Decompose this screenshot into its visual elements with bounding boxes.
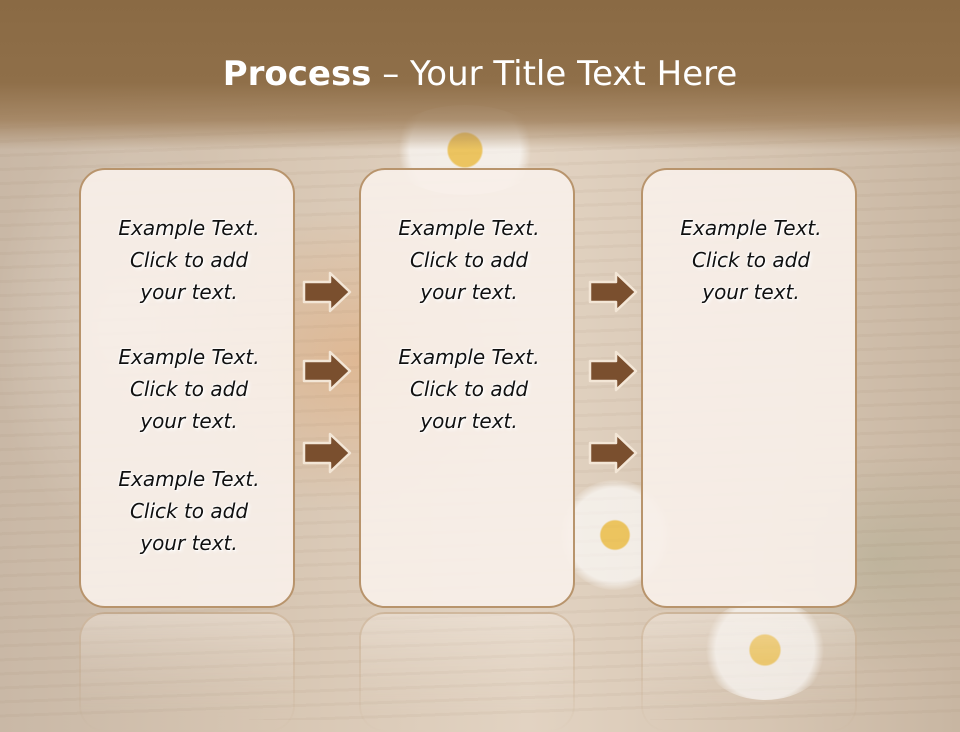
text-line: your text.	[140, 531, 238, 555]
text-line: Click to add	[691, 248, 811, 272]
text-line: your text.	[420, 280, 518, 304]
text-line: Example Text.	[680, 216, 822, 240]
text-line: your text.	[140, 280, 238, 304]
process-step-box-3[interactable]: Example Text. Click to add your text.	[641, 168, 857, 608]
text-line: Click to add	[409, 377, 529, 401]
text-line: Click to add	[409, 248, 529, 272]
text-placeholder[interactable]: Example Text. Click to add your text.	[361, 212, 577, 308]
right-arrow-icon[interactable]	[302, 271, 352, 313]
box-reflection	[359, 612, 575, 732]
text-line: Example Text.	[398, 345, 540, 369]
text-line: Example Text.	[118, 345, 260, 369]
right-arrow-icon[interactable]	[302, 432, 352, 474]
box-reflection	[641, 612, 857, 732]
text-line: your text.	[420, 409, 518, 433]
title-rest-part: – Your Title Text Here	[371, 54, 738, 94]
text-line: Example Text.	[398, 216, 540, 240]
text-placeholder[interactable]: Example Text. Click to add your text.	[81, 341, 297, 437]
title-bold-part: Process	[222, 54, 372, 94]
right-arrow-icon[interactable]	[588, 350, 638, 392]
text-placeholder[interactable]: Example Text. Click to add your text.	[643, 212, 859, 308]
text-placeholder[interactable]: Example Text. Click to add your text.	[81, 463, 297, 559]
text-line: Click to add	[129, 499, 249, 523]
slide-title[interactable]: Process – Your Title Text Here	[0, 52, 960, 96]
right-arrow-icon[interactable]	[302, 350, 352, 392]
text-placeholder[interactable]: Example Text. Click to add your text.	[81, 212, 297, 308]
box-reflection	[79, 612, 295, 732]
process-step-box-2[interactable]: Example Text. Click to add your text. Ex…	[359, 168, 575, 608]
right-arrow-icon[interactable]	[588, 432, 638, 474]
text-placeholder[interactable]: Example Text. Click to add your text.	[361, 341, 577, 437]
process-step-box-1[interactable]: Example Text. Click to add your text. Ex…	[79, 168, 295, 608]
text-line: Example Text.	[118, 216, 260, 240]
right-arrow-icon[interactable]	[588, 271, 638, 313]
text-line: Click to add	[129, 248, 249, 272]
title-bar: Process – Your Title Text Here	[0, 0, 960, 150]
text-line: your text.	[140, 409, 238, 433]
chamomile-flower-decoration	[700, 600, 830, 700]
text-line: your text.	[702, 280, 800, 304]
text-line: Example Text.	[118, 467, 260, 491]
text-line: Click to add	[129, 377, 249, 401]
